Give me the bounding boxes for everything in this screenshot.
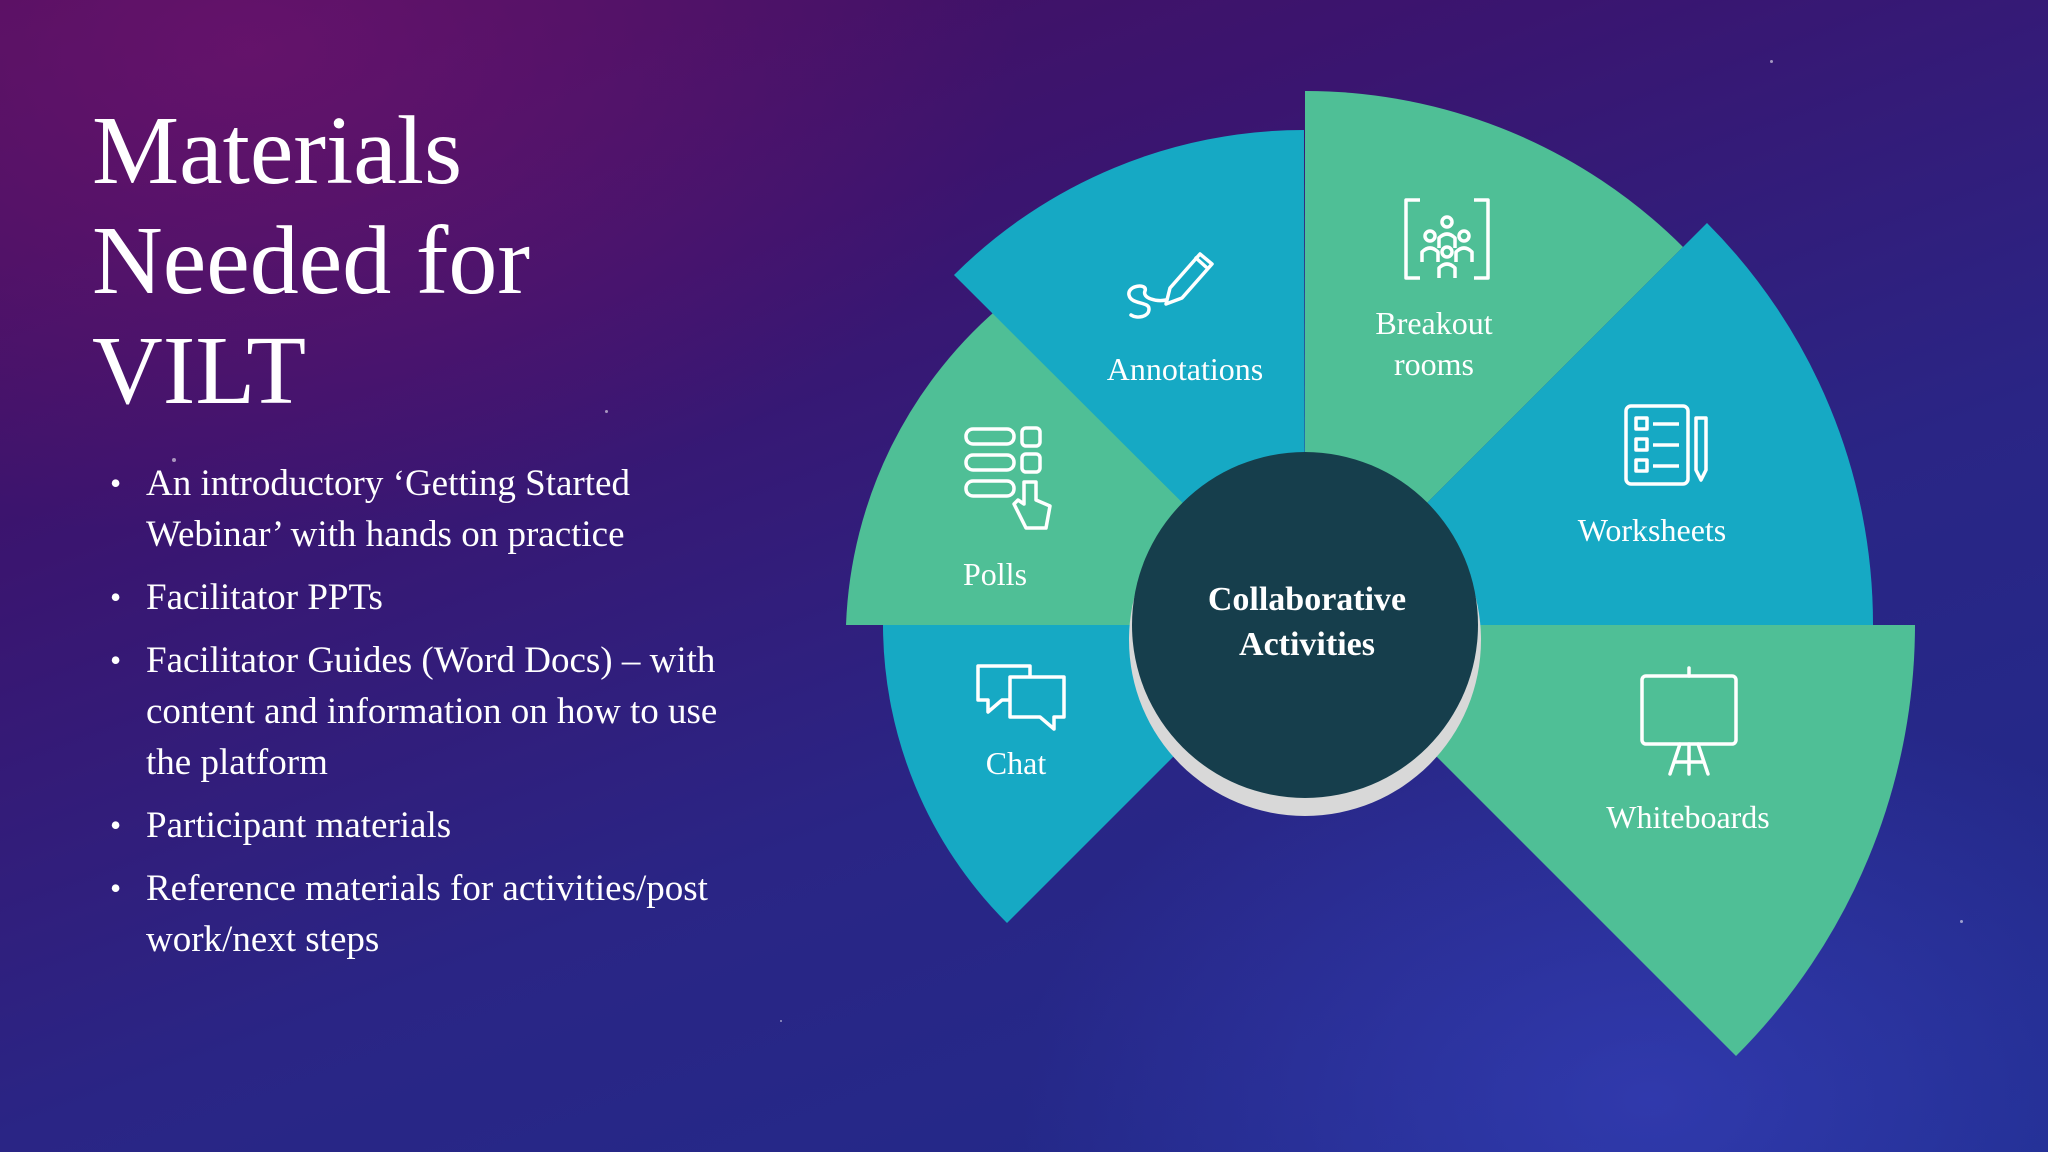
whiteboard-icon: [1640, 666, 1738, 776]
center-label-line: Collaborative: [1208, 581, 1406, 618]
background-star: [605, 410, 608, 413]
materials-list: An introductory ‘Getting Started Webinar…: [110, 458, 770, 977]
list-item: An introductory ‘Getting Started Webinar…: [110, 458, 770, 560]
title-line: Needed for: [92, 207, 531, 315]
background-star: [1960, 920, 1963, 923]
segment-label-chat: Chat: [986, 745, 1047, 781]
background-star: [1770, 60, 1773, 63]
title-line: Materials: [92, 97, 463, 205]
chat-icon: [976, 664, 1066, 731]
checklist-icon: [1624, 404, 1708, 486]
segment-label-polls: Polls: [963, 556, 1027, 592]
background-star: [780, 1020, 782, 1022]
slide-title: Materials Needed for VILT: [92, 96, 530, 426]
title-line: VILT: [92, 317, 307, 425]
segment-worksheets: [1305, 223, 1874, 625]
list-item: Participant materials: [110, 800, 770, 851]
pen-icon: [1127, 252, 1214, 319]
segment-whiteboards: [1305, 625, 1915, 1056]
center-circle: [1132, 452, 1478, 798]
segment-label-whiteboards: Whiteboards: [1606, 799, 1770, 835]
segment-label-breakout: Breakout: [1375, 305, 1492, 341]
list-item: Reference materials for activities/post …: [110, 863, 770, 965]
group-icon: [1404, 198, 1490, 280]
list-item: Facilitator PPTs: [110, 572, 770, 623]
segment-label-breakout: rooms: [1394, 346, 1474, 382]
center-label-line: Activities: [1239, 626, 1375, 663]
segment-label-annotations: Annotations: [1107, 351, 1263, 387]
list-item: Facilitator Guides (Word Docs) – with co…: [110, 635, 770, 788]
segment-label-worksheets: Worksheets: [1578, 512, 1727, 548]
poll-icon: [964, 426, 1052, 530]
